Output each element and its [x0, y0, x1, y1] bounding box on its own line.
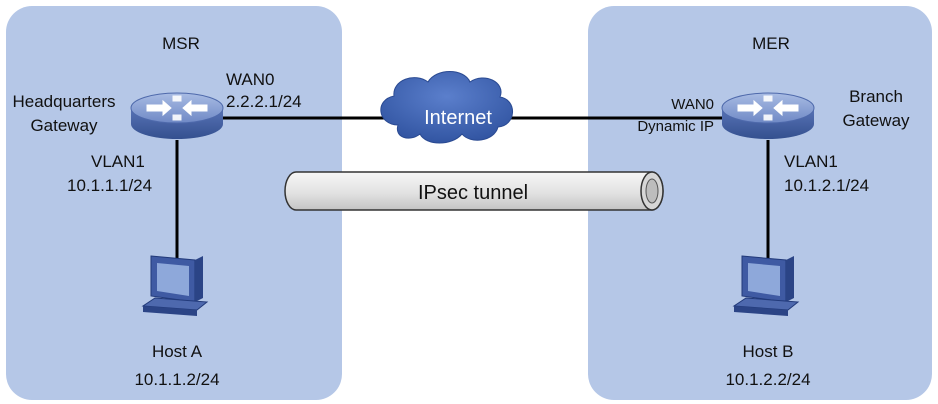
hq-wan-interface: WAN0	[226, 70, 275, 89]
cloud-icon	[380, 71, 513, 144]
site-title-left: MSR	[162, 34, 200, 53]
host-b-name: Host B	[742, 342, 793, 361]
site-panel-left	[6, 6, 342, 400]
site-title-right: MER	[752, 34, 790, 53]
cloud-label: Internet	[424, 107, 492, 129]
hq-wan-address: 2.2.2.1/24	[226, 92, 302, 111]
branch-wan-address: Dynamic IP	[637, 118, 714, 135]
site-panel-right	[588, 6, 932, 400]
host-b-address: 10.1.2.2/24	[725, 370, 810, 389]
branch-lan-interface: VLAN1	[784, 152, 838, 171]
computer-icon	[141, 255, 209, 316]
pipe-icon	[284, 171, 664, 211]
hq-gateway-name-line2: Gateway	[30, 116, 98, 135]
branch-wan-interface: WAN0	[671, 96, 714, 113]
tunnel-label: IPsec tunnel	[418, 182, 528, 204]
branch-gateway-name-line2: Gateway	[842, 111, 910, 130]
hq-gateway-name-line1: Headquarters	[12, 92, 115, 111]
host-a-address: 10.1.1.2/24	[134, 370, 219, 389]
host-a-name: Host A	[152, 342, 203, 361]
router-icon	[130, 92, 224, 139]
computer-icon	[732, 255, 800, 316]
hq-lan-interface: VLAN1	[91, 152, 145, 171]
router-icon	[721, 92, 815, 139]
branch-lan-address: 10.1.2.1/24	[784, 176, 869, 195]
branch-gateway-name-line1: Branch	[849, 87, 903, 106]
hq-lan-address: 10.1.1.1/24	[67, 176, 152, 195]
